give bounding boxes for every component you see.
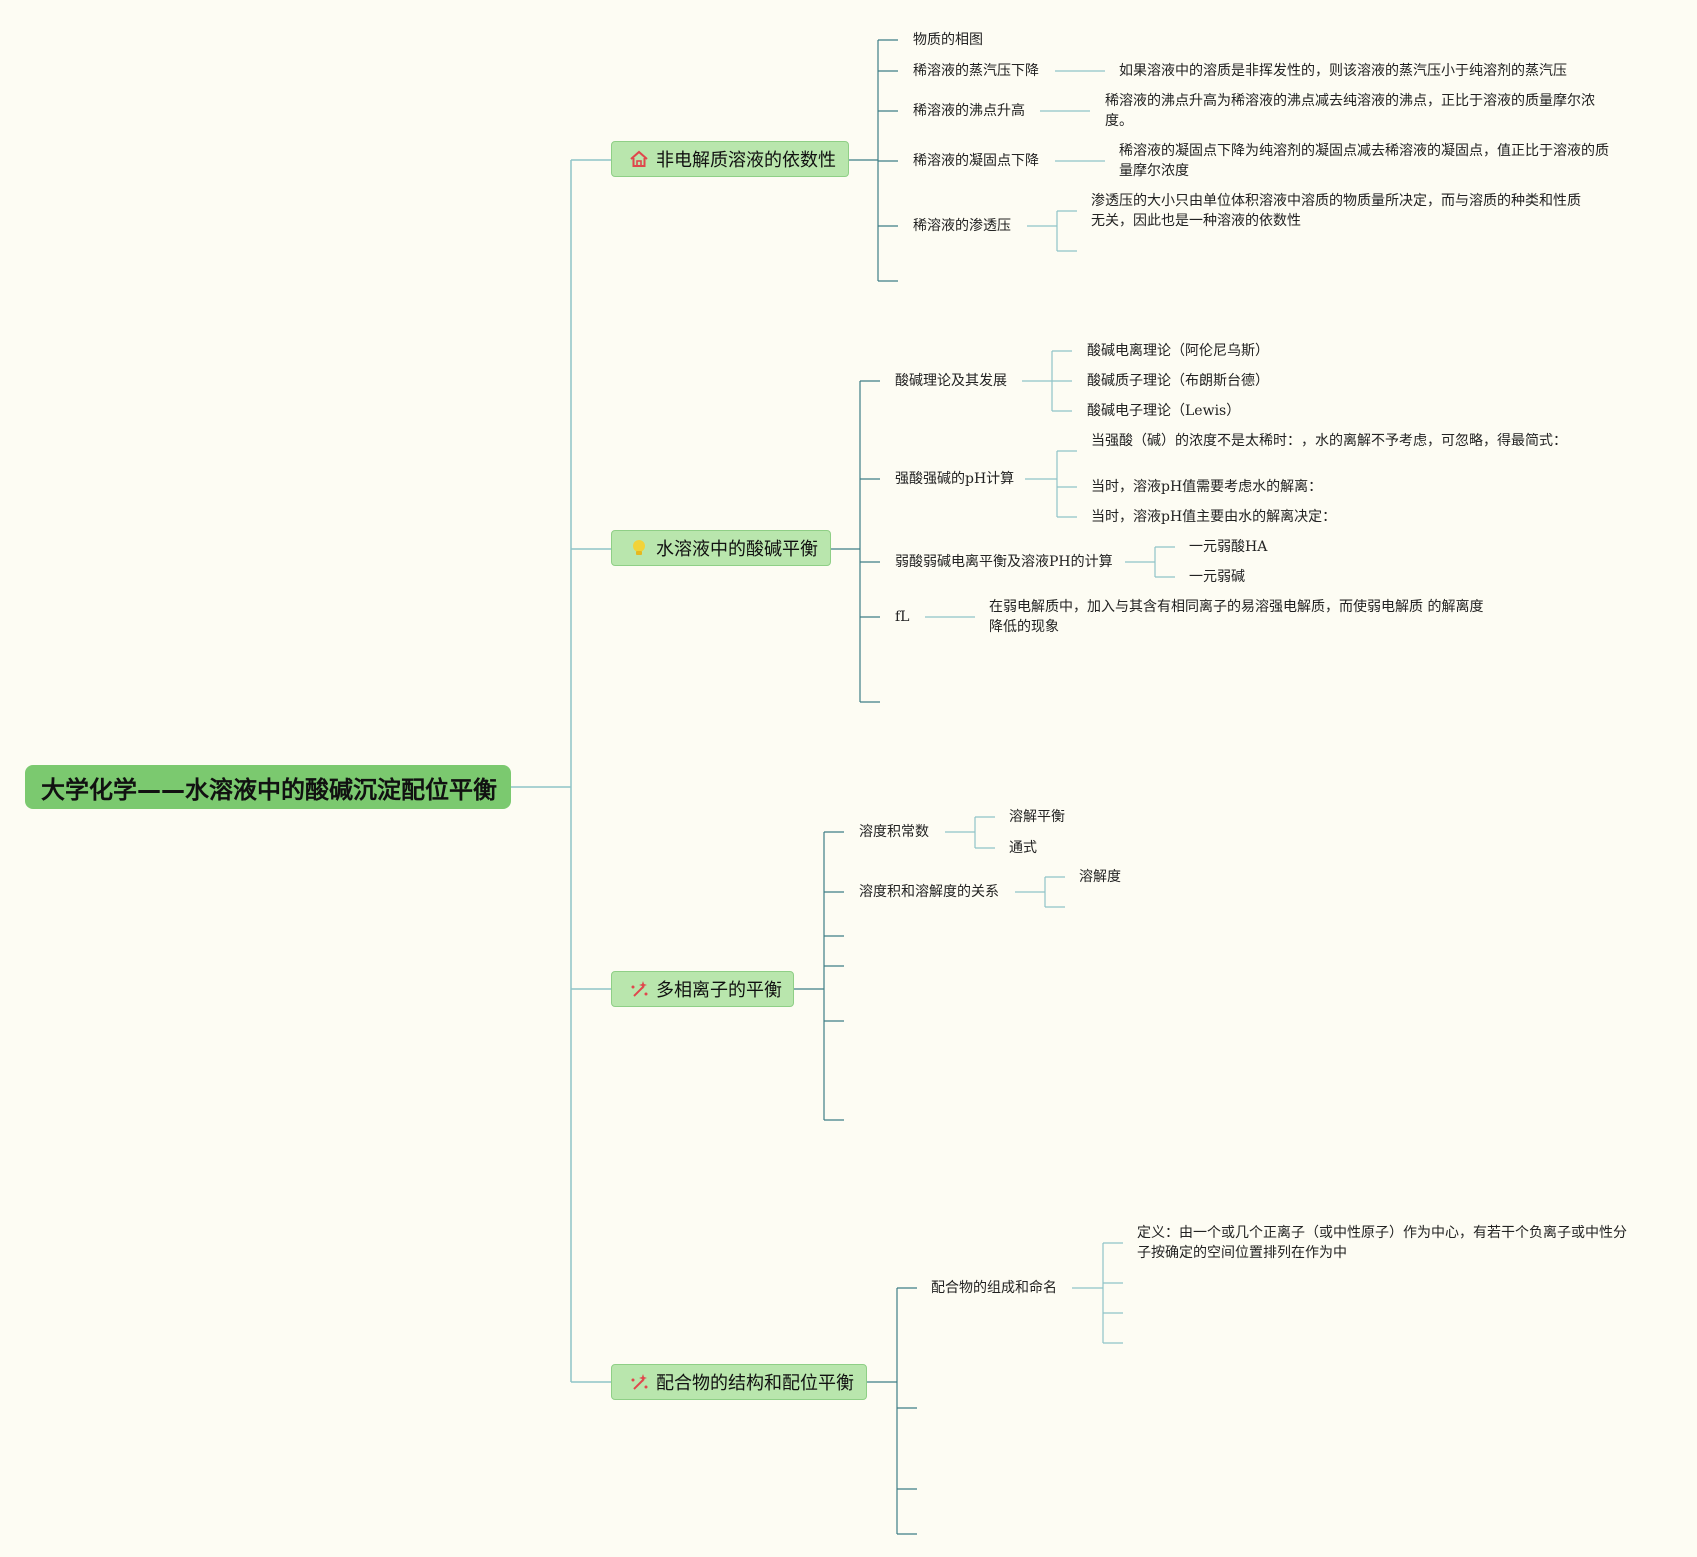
branch-label: 多相离子的平衡 — [656, 980, 782, 1001]
topic-strong-concentrated[interactable]: 当强酸（碱）的浓度不是太稀时：￼，水的离解不予考虑，可忽略，得最简式：￼ — [1091, 433, 1567, 449]
topic-osmotic-pressure[interactable]: 稀溶液的渗透压 — [913, 218, 1011, 234]
note-freezing-point[interactable]: 稀溶液的凝固点下降为纯溶剂的凝固点减去稀溶液的凝固点，值正比于溶液的质量摩尔浓度 — [1119, 143, 1609, 179]
branch-label: 水溶液中的酸碱平衡 — [656, 539, 818, 560]
note-complex-definition[interactable]: 定义：由一个或几个正离子（或中性原子）作为中心，有若干个负离子或中性分子按确定的… — [1137, 1225, 1627, 1261]
branch-multiphase-ion-equilibrium[interactable]: 多相离子的平衡 — [611, 971, 794, 1007]
sparkle-icon — [628, 978, 650, 1000]
house-icon — [628, 148, 650, 170]
note-common-ion-effect[interactable]: 在弱电解质中，加入与其含有相同离子的易溶强电解质，而使弱电解质 的解离度降低的现… — [989, 599, 1484, 635]
topic-ksp-solubility-relation[interactable]: 溶度积和溶解度的关系 — [859, 884, 999, 900]
topic-weak-acid-ha[interactable]: 一元弱酸HA — [1189, 539, 1268, 555]
topic-fl[interactable]: fL — [895, 609, 910, 625]
branch-label: 非电解质溶液的依数性 — [656, 150, 836, 171]
topic-boiling-point[interactable]: 稀溶液的沸点升高 — [913, 103, 1025, 119]
topic-solubility-product[interactable]: 溶度积常数 — [859, 824, 929, 840]
topic-complex-composition-naming[interactable]: 配合物的组成和命名 — [931, 1280, 1057, 1296]
root-topic-label: 大学化学——水溶液中的酸碱沉淀配位平衡 — [41, 775, 497, 804]
topic-dissolution-equilibrium[interactable]: 溶解平衡 — [1009, 809, 1065, 825]
topic-freezing-point[interactable]: 稀溶液的凝固点下降 — [913, 153, 1039, 169]
branch-label: 配合物的结构和配位平衡 — [656, 1373, 854, 1394]
topic-general-formula[interactable]: 通式 — [1009, 840, 1037, 856]
topic-acid-base-theory[interactable]: 酸碱理论及其发展 — [895, 373, 1007, 389]
topic-phase-diagram[interactable]: 物质的相图 — [913, 32, 983, 48]
branch-acid-base-equilibrium[interactable]: 水溶液中的酸碱平衡 — [611, 530, 831, 566]
topic-strong-acid-ph[interactable]: 强酸强碱的pH计算 — [895, 471, 1015, 487]
topic-vapor-pressure[interactable]: 稀溶液的蒸汽压下降 — [913, 63, 1039, 79]
branch-coordination-compounds[interactable]: 配合物的结构和配位平衡 — [611, 1364, 867, 1400]
branch-colligative-properties[interactable]: 非电解质溶液的依数性 — [611, 141, 849, 177]
note-boiling-point[interactable]: 稀溶液的沸点升高为稀溶液的沸点减去纯溶液的沸点，正比于溶液的质量摩尔浓度。 — [1105, 93, 1595, 129]
topic-solubility[interactable]: 溶解度 — [1079, 869, 1121, 885]
topic-arrhenius[interactable]: 酸碱电离理论（阿伦尼乌斯） — [1087, 343, 1269, 359]
topic-weak-base[interactable]: 一元弱碱 — [1189, 569, 1245, 585]
note-vapor-pressure[interactable]: 如果溶液中的溶质是非挥发性的，则该溶液的蒸汽压小于纯溶剂的蒸汽压 — [1119, 63, 1567, 79]
topic-water-dominant[interactable]: 当￼时，溶液pH值主要由水的解离决定：￼ — [1091, 509, 1337, 525]
topic-lewis[interactable]: 酸碱电子理论（Lewis） — [1087, 403, 1241, 419]
topic-weak-acid-ph[interactable]: 弱酸弱碱电离平衡及溶液PH的计算 — [895, 554, 1113, 570]
topic-bronsted[interactable]: 酸碱质子理论（布朗斯台德） — [1087, 373, 1269, 389]
sparkle-icon — [628, 1371, 650, 1393]
topic-water-dissociation[interactable]: 当￼时，溶液pH值需要考虑水的解离：￼ — [1091, 479, 1323, 495]
root-topic[interactable]: 大学化学——水溶液中的酸碱沉淀配位平衡 — [25, 765, 511, 809]
lightbulb-icon — [628, 537, 650, 559]
note-osmotic-pressure[interactable]: 渗透压的大小只由单位体积溶液中溶质的物质量所决定，而与溶质的种类和性质无关，因此… — [1091, 193, 1581, 229]
